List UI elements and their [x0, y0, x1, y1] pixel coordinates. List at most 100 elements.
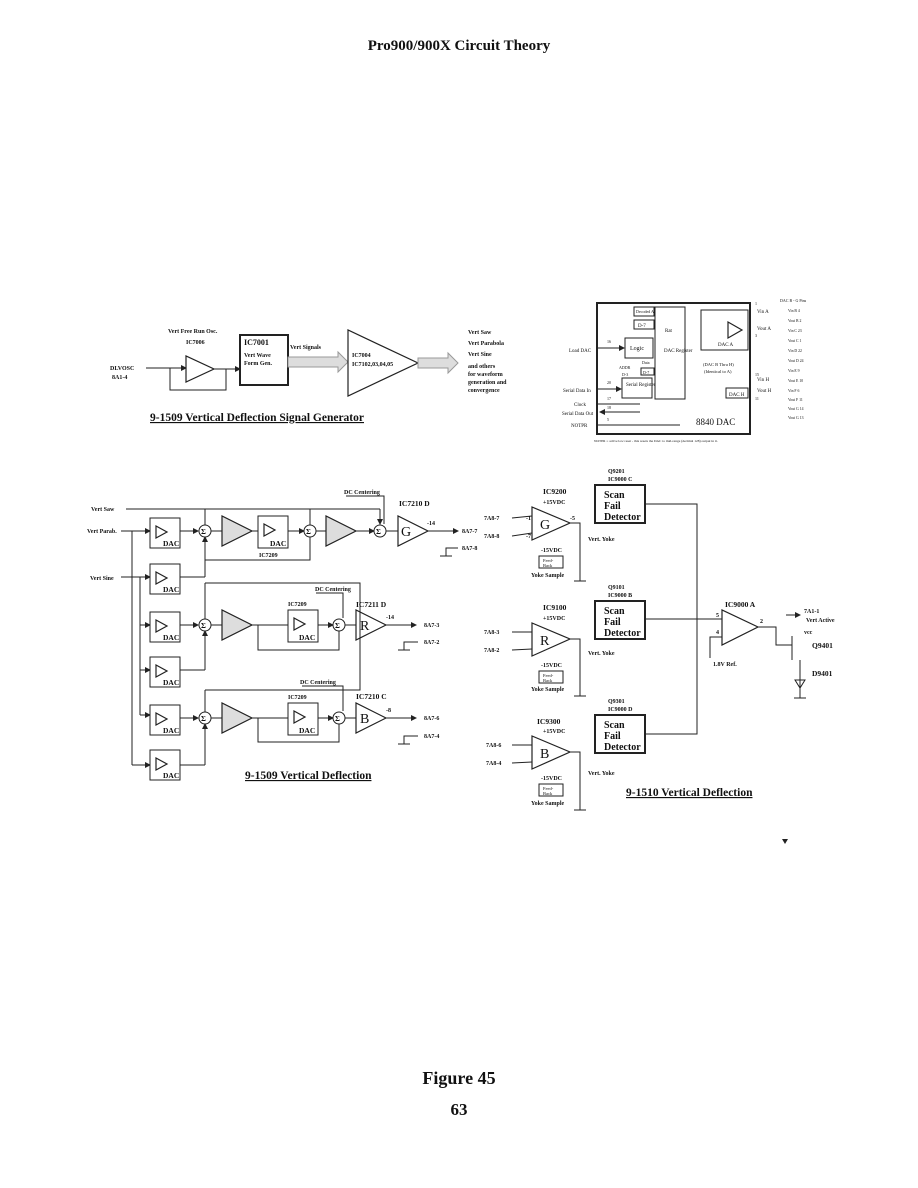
dac-label-g: DAC [270, 539, 286, 548]
dac-label-2: DAC [163, 585, 179, 594]
dac-label-3: DAC [163, 633, 179, 642]
g-out: 8A7-7 [462, 529, 477, 535]
yoke-ic-g: IC9200 [543, 487, 567, 496]
yoke-amp-b [531, 735, 572, 770]
pin-12: Vout G 13 [788, 416, 804, 420]
dac-latch: Rat [665, 329, 673, 334]
yoke-q-r: Q9101 [608, 585, 625, 591]
amp-r [355, 609, 388, 641]
active-pin: 7A1-1 [804, 609, 819, 615]
wave-ic: IC7001 [244, 338, 269, 347]
wave-generator-box [239, 334, 289, 386]
g-dac-ic: IC7209 [259, 553, 278, 559]
g-letter: G [401, 525, 411, 540]
comp-p2: 2 [760, 619, 763, 625]
pin-8: Vout E 10 [788, 379, 803, 383]
r-out: 8A7-3 [424, 623, 439, 629]
page-number: 63 [450, 1100, 468, 1119]
yoke-in2-b: 7A8-4 [486, 761, 501, 767]
yoke-pos-r: +15VDC [543, 616, 565, 622]
signal-generator-diagram: Vert Free Run Osc. IC7006 DLVOSC 8A1-4 I… [110, 329, 507, 424]
out-1: Vert Saw [468, 330, 492, 336]
comparator-ic: IC9000 A [725, 600, 756, 609]
pin-5: Vin D 22 [788, 349, 802, 353]
sum-r2: Σ [335, 621, 340, 630]
sum-g2: Σ [306, 527, 311, 536]
fb1-b: Feed- [543, 786, 554, 791]
dac-decode: Decoded ADDRES [636, 309, 667, 314]
dac-ic7209-r [287, 609, 319, 643]
dac-d07b: D-7 [643, 370, 649, 375]
yoke-qic-g: IC9000 C [608, 477, 633, 483]
b-gnd: 8A7-4 [424, 734, 439, 740]
dac-label-1: DAC [163, 539, 179, 548]
pin-num-3: 17 [607, 396, 611, 401]
yoke-neg-b: -15VDC [541, 776, 562, 782]
input-vert-sine: Vert Sine [90, 576, 114, 582]
dac-addr: ADDR [619, 365, 631, 370]
fb2-b: Back [543, 791, 553, 796]
dac-identical: (Identical to A) [704, 369, 732, 374]
dac-8840-diagram: Decoded ADDRES D-7 Rat DAC Register Logi… [562, 298, 807, 443]
pin-num-7: 11 [755, 396, 759, 401]
dac-data: Data [642, 360, 650, 365]
b-dac-ic: IC7209 [288, 695, 307, 701]
pin-7: Vin E 9 [788, 369, 800, 373]
input-vert-parab: Vert Parab. [87, 529, 117, 535]
input-vert-saw: Vert Saw [91, 507, 115, 513]
vcc-label: vcc [804, 630, 813, 636]
yoke-qic-r: IC9000 B [608, 593, 632, 599]
out-4: and others [468, 364, 496, 370]
sample-b: Yoke Sample [531, 801, 565, 807]
amp-label-2: IC7102,03,04,05 [352, 362, 393, 368]
pin-num-8: 1 [755, 301, 757, 306]
det1-g: Scan [604, 490, 625, 501]
yoke-amp-g [531, 506, 572, 541]
sum-r1: Σ [201, 621, 206, 630]
yoke-in2-r: 7A8-2 [484, 648, 499, 654]
vertical-deflection-diagram: Vert Saw Vert Parab. Vert Sine DAC DAC D… [87, 490, 477, 782]
pin-9: Vin F 6 [788, 389, 799, 393]
yoke-neg-g: -15VDC [541, 548, 562, 554]
pin-10: Vout F 11 [788, 398, 803, 402]
sum-b2: Σ [335, 714, 340, 723]
out-2: Vert Parabola [468, 341, 504, 347]
osc-ic-label: IC7006 [186, 340, 205, 346]
pin-num-1: 16 [607, 339, 611, 344]
dac-serial-register: Serial Register [626, 383, 656, 388]
vertical-amplifier [347, 329, 420, 397]
dac-d03: D-3 [622, 372, 628, 377]
yoke-letter-b: B [540, 747, 549, 762]
fb2-g: Back [543, 563, 553, 568]
dac-notpr: NOTPR [571, 424, 588, 429]
yoke-in1-r: 7A8-3 [484, 630, 499, 636]
dac-block-2 [149, 563, 181, 595]
dac-label-6: DAC [163, 771, 179, 780]
det1-b: Scan [604, 720, 625, 731]
vin-a: Vin A [757, 310, 769, 315]
sum-g3: Σ [376, 527, 381, 536]
yoke-letter-r: R [540, 634, 550, 649]
b-pin: -8 [386, 708, 391, 714]
dac-serial-in: Serial Data In [563, 389, 591, 394]
dac-note: NOTPR = active low reset - this resets t… [594, 439, 718, 443]
deflection-caption: 9-1509 Vertical Deflection [245, 770, 372, 782]
sum-g1: Σ [201, 527, 206, 536]
pin-2: Vout B 2 [788, 319, 802, 323]
b-ic: IC7210 C [356, 692, 387, 701]
yoke-drive-diagram: IC9200 +15VDC G 7A8-7 7A8-8 -15VDC Vert.… [484, 469, 835, 811]
dac-load: Load DAC [569, 349, 592, 354]
yoke-amp-r [531, 622, 572, 657]
out-7: convergence [468, 388, 500, 394]
wave-label-1: Vert Wave [244, 353, 271, 359]
sum-b1: Σ [201, 714, 206, 723]
r-pin: -14 [386, 615, 394, 621]
yoke-ic-b: IC9300 [537, 717, 561, 726]
dac-serial-out: Serial Data Out [562, 412, 594, 417]
dac-ic7209-g [257, 515, 289, 549]
b-out: 8A7-6 [424, 716, 439, 722]
sample-g: Yoke Sample [531, 573, 565, 579]
scan-fail-detector-g [594, 484, 646, 524]
det3-g: Detector [604, 512, 641, 523]
